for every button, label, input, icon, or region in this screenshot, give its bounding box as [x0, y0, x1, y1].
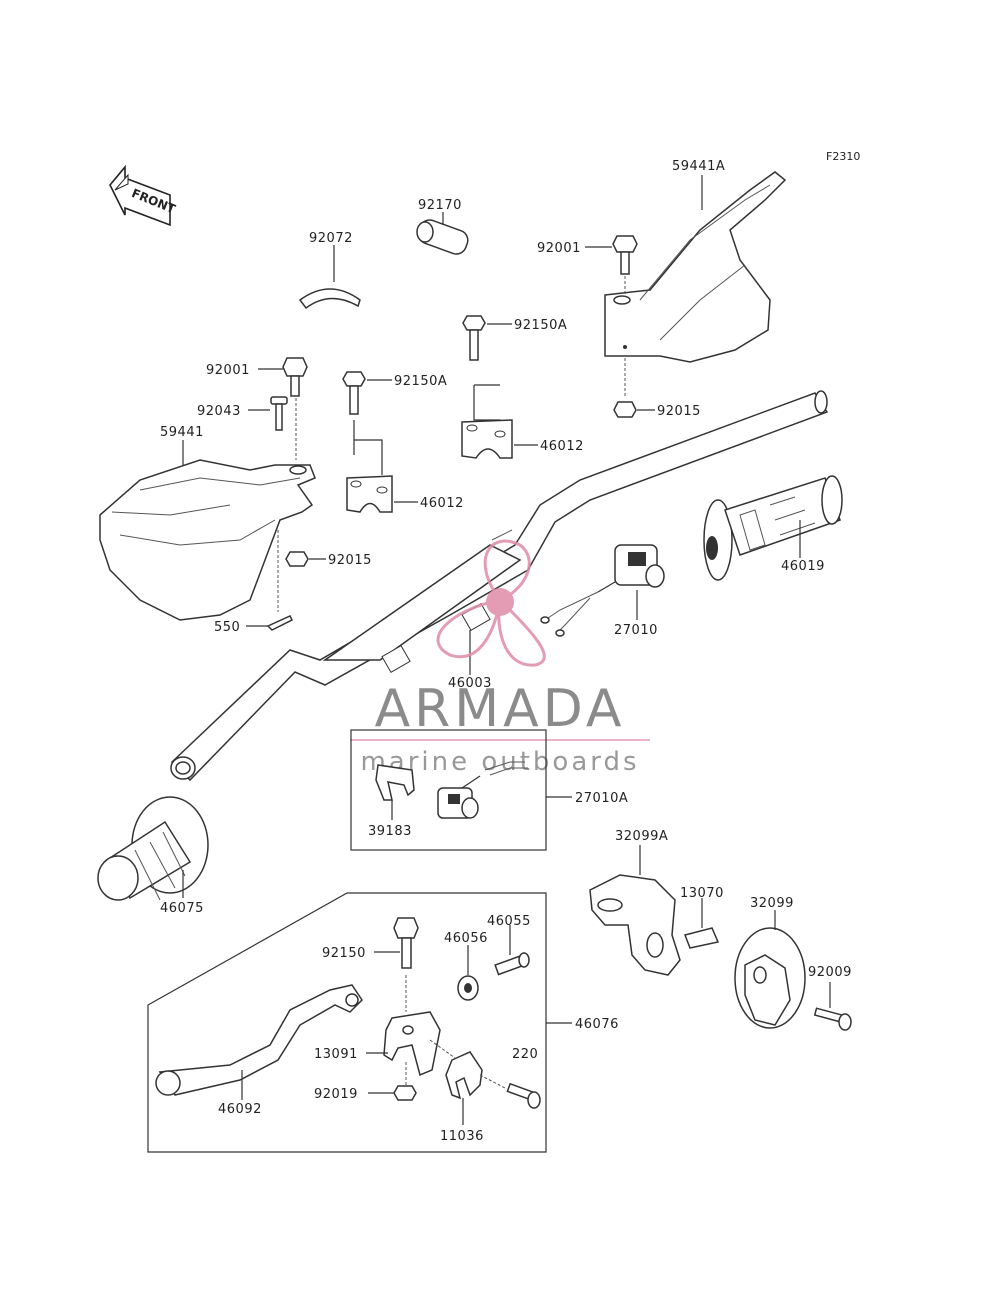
label-550: 550 — [214, 620, 240, 635]
pin-92043 — [270, 396, 288, 431]
label-92043: 92043 — [197, 404, 241, 419]
label-11036: 11036 — [440, 1129, 484, 1144]
figure-code: F2310 — [826, 150, 860, 163]
label-32099: 32099 — [750, 896, 794, 911]
adjuster-46055 — [494, 952, 530, 976]
inset-box-27010a — [350, 729, 547, 851]
holder-13091 — [383, 1011, 441, 1077]
switch-27010 — [540, 544, 665, 637]
plate-13070 — [683, 927, 720, 949]
nut-92015-right — [613, 401, 637, 418]
label-92015-right: 92015 — [657, 404, 701, 419]
label-92019: 92019 — [314, 1087, 358, 1102]
collar-92170 — [416, 219, 469, 255]
clip-92072 — [298, 288, 361, 310]
label-59441: 59441 — [160, 425, 204, 440]
hand-guard-left — [99, 459, 316, 621]
label-39183: 39183 — [368, 824, 412, 839]
label-92009: 92009 — [808, 965, 852, 980]
propeller-logo-icon — [436, 539, 546, 667]
bushing-46056 — [457, 975, 479, 1001]
bolt-92001-right — [612, 235, 638, 275]
handlebar-46003 — [170, 390, 829, 782]
label-46012-left: 46012 — [420, 496, 464, 511]
bolt-92150a-left — [342, 371, 366, 415]
clamp-11036 — [445, 1051, 483, 1100]
label-92150: 92150 — [322, 946, 366, 961]
label-27010a: 27010A — [575, 791, 628, 806]
label-32099a: 32099A — [615, 829, 668, 844]
label-92015-left: 92015 — [328, 553, 372, 568]
switch-27010a — [437, 761, 528, 819]
screw-92009 — [813, 1007, 852, 1031]
label-46055: 46055 — [487, 914, 531, 929]
label-59441a: 59441A — [672, 159, 725, 174]
label-46056: 46056 — [444, 931, 488, 946]
label-220: 220 — [512, 1047, 538, 1062]
label-92001-right: 92001 — [537, 241, 581, 256]
label-46003: 46003 — [448, 676, 492, 691]
label-92150a-right: 92150A — [514, 318, 567, 333]
label-46076: 46076 — [575, 1017, 619, 1032]
cotter-pin-550 — [266, 615, 294, 631]
label-92001-left: 92001 — [206, 363, 250, 378]
bolt-92150 — [393, 917, 419, 969]
nut-92015-left — [285, 551, 309, 567]
bolt-92001-left — [282, 357, 308, 397]
clamp-46012-right — [461, 419, 513, 459]
label-46012-right: 46012 — [540, 439, 584, 454]
hand-guard-right — [604, 171, 787, 363]
grip-46075 — [97, 796, 209, 901]
front-arrow-icon: FRONT — [109, 164, 178, 227]
label-13070: 13070 — [680, 886, 724, 901]
nut-92019 — [393, 1085, 417, 1101]
label-27010: 27010 — [614, 623, 658, 638]
label-46075: 46075 — [160, 901, 204, 916]
lever-46092 — [155, 984, 363, 1096]
bracket-39183 — [375, 764, 415, 801]
label-46092: 46092 — [218, 1102, 262, 1117]
label-92072: 92072 — [309, 231, 353, 246]
label-92170: 92170 — [418, 198, 462, 213]
screw-220 — [506, 1082, 541, 1109]
clamp-46012-left — [346, 475, 393, 513]
housing-32099a — [589, 874, 681, 976]
label-46019: 46019 — [781, 559, 825, 574]
grip-46019 — [703, 475, 843, 581]
watermark-brand: ARMADA — [375, 679, 626, 739]
bolt-92150a-right — [462, 315, 486, 361]
cover-32099 — [734, 927, 806, 1029]
label-13091: 13091 — [314, 1047, 358, 1062]
label-92150a-left: 92150A — [394, 374, 447, 389]
